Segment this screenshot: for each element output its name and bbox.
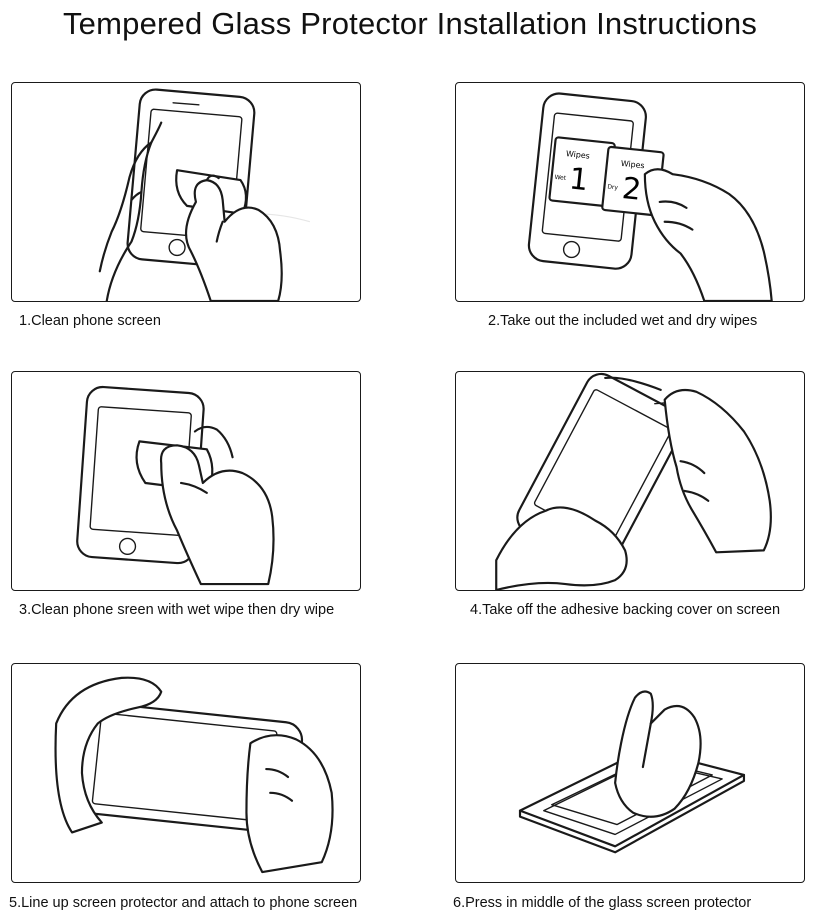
remove-backing-drawing [495,372,772,590]
wipes-drawing: Wipes 1 Wet Wipes 2 Dry [527,92,773,301]
align-protector-drawing [54,676,334,874]
wipe-2-tag: Dry [607,183,619,191]
wipe-2-number: 2 [620,171,642,208]
wipe-screen-drawing [76,385,275,586]
wipe-1-label: Wipes [566,149,591,160]
page-title: Tempered Glass Protector Installation In… [62,6,758,41]
press-protector-drawing [518,690,746,854]
step-6-illustration [455,663,805,883]
step-1-illustration [11,82,361,302]
wipe-1-number: 1 [568,161,590,198]
step-4-illustration [455,371,805,591]
step-3-illustration [11,371,361,591]
step-4-caption: 4.Take off the adhesive backing cover on… [470,602,781,618]
wipe-1-tag: Wet [554,174,567,182]
wipe-2-label: Wipes [620,159,645,170]
step-5-caption: 5.Line up screen protector and attach to… [9,895,358,911]
step-1-caption: 1.Clean phone screen [19,313,161,329]
step-2-caption: 2.Take out the included wet and dry wipe… [488,313,758,329]
step-6-caption: 6.Press in middle of the glass screen pr… [453,895,752,911]
step-5-illustration [11,663,361,883]
step-3-caption: 3.Clean phone sreen with wet wipe then d… [19,602,335,618]
step-2-illustration: Wipes 1 Wet Wipes 2 Dry [455,82,805,302]
clean-screen-drawing [98,88,311,301]
